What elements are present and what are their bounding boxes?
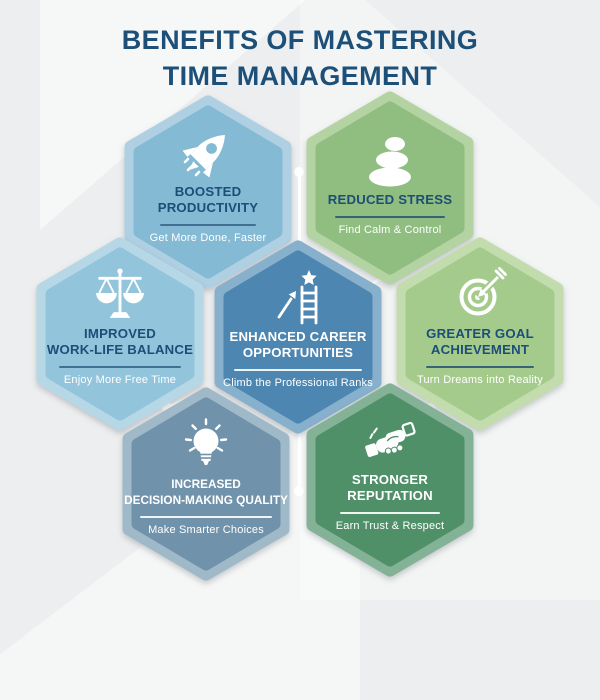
- connector-dot: [162, 402, 172, 412]
- zen-stones-icon: [363, 132, 417, 188]
- divider: [426, 366, 534, 368]
- hexagon-shape: [36, 237, 204, 431]
- hexagon-shape: [306, 383, 474, 577]
- hexagon-shape: [124, 95, 292, 289]
- lightbulb-icon: [179, 416, 233, 472]
- hexagon-subtitle: Earn Trust & Respect: [335, 519, 445, 532]
- infographic-canvas: { "title": { "lines": ["BENEFITS OF MAST…: [0, 22, 600, 582]
- divider: [234, 369, 362, 371]
- hexagon-boosted-productivity: BOOSTED PRODUCTIVITY Get More Done, Fast…: [123, 94, 293, 290]
- divider: [160, 224, 256, 226]
- hexagon-shape: [306, 91, 474, 285]
- divider: [340, 512, 440, 514]
- ladder-star-icon: [271, 269, 325, 325]
- hexagon-title: REDUCED STRESS: [327, 192, 453, 207]
- handshake-icon: [361, 412, 419, 468]
- hexagon-title: INCREASED DECISION-MAKING QUALITY: [124, 477, 288, 507]
- title-line-2: TIME MANAGEMENT: [162, 61, 438, 91]
- target-arrow-icon: [453, 266, 507, 322]
- infographic-title: BENEFITS OF MASTERING TIME MANAGEMENT: [0, 22, 600, 94]
- rocket-icon: [181, 124, 235, 180]
- divider: [335, 216, 445, 218]
- divider: [140, 516, 272, 518]
- hexagon-title: BOOSTED PRODUCTIVITY: [157, 184, 259, 215]
- hexagon-subtitle: Find Calm & Control: [338, 223, 442, 236]
- hexagon-subtitle: Make Smarter Choices: [148, 523, 264, 536]
- hexagon-increased-decision-making-quality: INCREASED DECISION-MAKING QUALITY Make S…: [121, 386, 291, 582]
- hexagon-shape: [396, 237, 564, 431]
- hexagon-improved-work-life-balance: IMPROVED WORK-LIFE BALANCE Enjoy More Fr…: [35, 236, 205, 432]
- connector-dot: [294, 486, 304, 496]
- hexagon-subtitle: Get More Done, Faster: [149, 231, 267, 244]
- connector-line: [297, 172, 301, 250]
- connector-dot: [294, 167, 304, 177]
- hexagon-shape: [214, 240, 382, 434]
- hexagon-subtitle: Turn Dreams into Reality: [416, 373, 544, 386]
- hexagon-subtitle: Climb the Professional Ranks: [223, 376, 373, 389]
- hexagon-stronger-reputation: STRONGER REPUTATION Earn Trust & Respect: [305, 382, 475, 578]
- hexagon-enhanced-career-opportunities: ENHANCED CAREER OPPORTUNITIES Climb the …: [213, 239, 383, 435]
- balance-scale-icon: [92, 266, 148, 322]
- connector-line: [297, 424, 301, 492]
- divider: [59, 366, 181, 368]
- hexagon-shape: [122, 387, 290, 581]
- hexagon-subtitle: Enjoy More Free Time: [63, 373, 177, 386]
- hexagon-title: STRONGER REPUTATION: [347, 472, 433, 503]
- title-line-1: BENEFITS OF MASTERING: [121, 25, 479, 55]
- hexagon-title: GREATER GOAL ACHIEVEMENT: [426, 326, 534, 357]
- hexagon-reduced-stress: REDUCED STRESS Find Calm & Control: [305, 90, 475, 286]
- hexagon-greater-goal-achievement: GREATER GOAL ACHIEVEMENT Turn Dreams int…: [395, 236, 565, 432]
- hexagon-title: IMPROVED WORK-LIFE BALANCE: [46, 326, 194, 357]
- hexagon-title: ENHANCED CAREER OPPORTUNITIES: [229, 329, 367, 360]
